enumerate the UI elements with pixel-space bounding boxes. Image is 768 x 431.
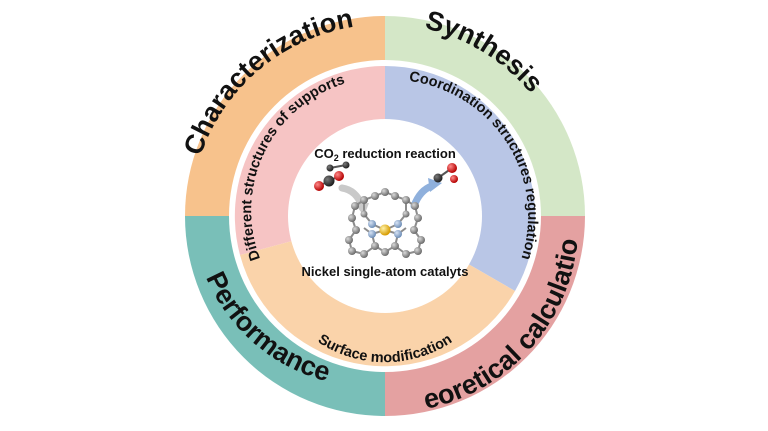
input-arrow xyxy=(338,184,366,210)
output-arrow-head xyxy=(428,178,442,192)
reaction-title: CO2 reduction reaction xyxy=(314,146,456,163)
co-molecule xyxy=(433,163,458,183)
ni-n4-molecule xyxy=(345,188,425,258)
co2-molecule xyxy=(314,161,350,191)
catalyst-label: Nickel single-atom catalyts xyxy=(302,264,469,279)
